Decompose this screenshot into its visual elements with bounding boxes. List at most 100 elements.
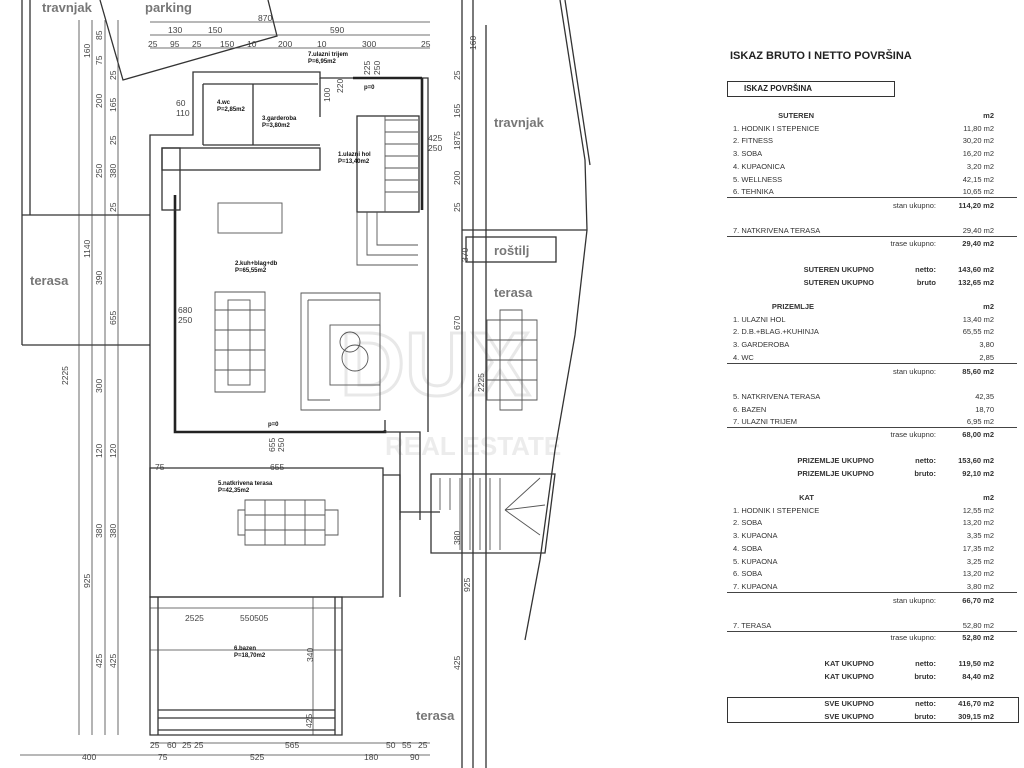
item-label: 1. HODNIK I STEPENICE <box>733 123 820 133</box>
room-name: 7.ulazni trijem <box>308 52 348 58</box>
room-labels: 7.ulazni trijemP=6,95m24.wcP=2,85m23.gar… <box>217 52 371 659</box>
dimension-label: 655 <box>270 462 284 472</box>
total-label: SUTEREN UKUPNO <box>803 277 874 287</box>
item-label: 4. WC <box>733 352 754 362</box>
dimension-label: 340 <box>305 648 315 662</box>
site-lines <box>20 0 591 768</box>
dimension-label: 160 <box>468 36 478 50</box>
total-kind: netto: <box>915 264 936 274</box>
total-value: 119,50 m2 <box>958 659 994 669</box>
item-value: 2,85 <box>979 352 994 362</box>
subtotal-value: 114,20 m2 <box>958 201 994 211</box>
total-kind: bruto: <box>914 672 936 682</box>
dimension-label: 200 <box>94 94 104 108</box>
grand-total-label: SVE UKUPNO <box>824 712 874 721</box>
item-label: 6. SOBA <box>733 569 763 579</box>
dimension-label: 25 <box>108 135 118 145</box>
dimension-label: 150 <box>208 25 222 35</box>
total-label: KAT UKUPNO <box>824 659 874 669</box>
dimension-label: 75 <box>155 462 165 472</box>
dimension-label: 220 <box>335 79 345 93</box>
dimension-label: 55 <box>402 740 412 750</box>
dimension-label: 10 <box>247 39 257 49</box>
dimension-label: 590 <box>330 25 344 35</box>
dimension-label: 95 <box>170 39 180 49</box>
dimension-label: 425 <box>108 654 118 668</box>
item-value: 6,95 m2 <box>966 417 994 427</box>
dimension-label: 50 <box>386 740 396 750</box>
section-header: KAT <box>799 493 814 502</box>
room-area: P=3,80m2 <box>262 123 291 129</box>
label-parking: parking <box>145 0 192 15</box>
item-value: 3,80 <box>979 340 994 350</box>
dimension-label: 25 <box>452 202 462 212</box>
watermark-logo: DUX <box>340 315 530 415</box>
dimension-label: 25 <box>421 39 431 49</box>
item-label: 3. SOBA <box>733 149 763 159</box>
dimension-label: 225 <box>362 61 372 75</box>
item-value: 13,20 m2 <box>962 518 994 528</box>
item-value: 65,55 m2 <box>962 327 994 337</box>
item-value: 3,35 m2 <box>966 531 994 541</box>
dimension-label: 655 <box>108 311 118 325</box>
section-header: PRIZEMLJE <box>771 302 814 311</box>
dimension-label: 380 <box>94 524 104 538</box>
total-kind: bruto: <box>914 468 936 478</box>
item-value: 11,80 m2 <box>963 123 994 133</box>
item-label: 7. KUPAONA <box>733 581 778 591</box>
dimension-label: 90 <box>410 752 420 762</box>
terrace-total-label: trase ukupno: <box>890 633 936 643</box>
item-value: 42,35 <box>975 391 994 401</box>
item-value: 10,65 m2 <box>962 187 994 197</box>
dimension-label: 25 <box>148 39 158 49</box>
room-name: 3.garderoba <box>262 116 297 122</box>
item-label: 2. SOBA <box>733 518 763 528</box>
divider <box>727 236 1017 238</box>
grand-total-kind: netto: <box>915 699 936 708</box>
item-value: 18,70 <box>975 404 994 414</box>
dimension-label: 550505 <box>240 613 269 623</box>
dimension-label: 25 <box>452 70 462 80</box>
item-value: 13,40 m2 <box>962 314 994 324</box>
dimension-label: 165 <box>452 104 462 118</box>
dimension-label: 200 <box>452 171 462 185</box>
dimension-label: 1875 <box>452 131 462 150</box>
subtotal-label: stan ukupno: <box>893 366 936 376</box>
item-value: 52,80 m2 <box>962 620 994 630</box>
dimension-label: 25 <box>194 740 204 750</box>
dimension-label: 200 <box>278 39 292 49</box>
dimension-label: 390 <box>94 271 104 285</box>
dimension-label: 655 <box>267 438 277 452</box>
unit-header: m2 <box>983 111 994 120</box>
dimension-label: 180 <box>364 752 378 762</box>
total-label: PRIZEMLJE UKUPNO <box>797 468 874 478</box>
dimension-label: 525 <box>250 752 264 762</box>
item-value: 3,80 m2 <box>966 581 994 591</box>
total-value: 143,60 m2 <box>958 264 994 274</box>
room-name: 1.ulazni hol <box>338 152 371 158</box>
unit-header: m2 <box>983 302 994 311</box>
label-terasa-right: terasa <box>494 285 533 300</box>
label-travnjak-right: travnjak <box>494 115 545 130</box>
dimension-label: 60 <box>167 740 177 750</box>
item-label: 1. ULAZNI HOL <box>733 314 786 324</box>
dimension-label: 925 <box>82 574 92 588</box>
dimension-label: 380 <box>108 524 118 538</box>
dimension-label: 60 <box>176 98 186 108</box>
dimension-label: 75 <box>94 55 104 65</box>
item-label: 2. D.B.+BLAG.+KUHINJA <box>733 327 819 337</box>
item-value: 16,20 m2 <box>962 149 994 159</box>
room-area: P=6,95m2 <box>308 59 337 65</box>
dimension-label: 130 <box>168 25 182 35</box>
dimension-label: 250 <box>178 315 192 325</box>
item-label: 3. KUPAONA <box>733 531 778 541</box>
room-area: P=13,40m2 <box>338 159 370 165</box>
divider <box>727 197 1017 199</box>
item-label: 5. NATKRIVENA TERASA <box>733 391 821 401</box>
level-mark: p=0 <box>268 422 279 428</box>
dimension-label: 2525 <box>185 613 204 623</box>
total-value: 92,10 m2 <box>962 468 994 478</box>
floor-plan: DUX REAL ESTATE <box>20 0 591 768</box>
total-label: KAT UKUPNO <box>824 672 874 682</box>
